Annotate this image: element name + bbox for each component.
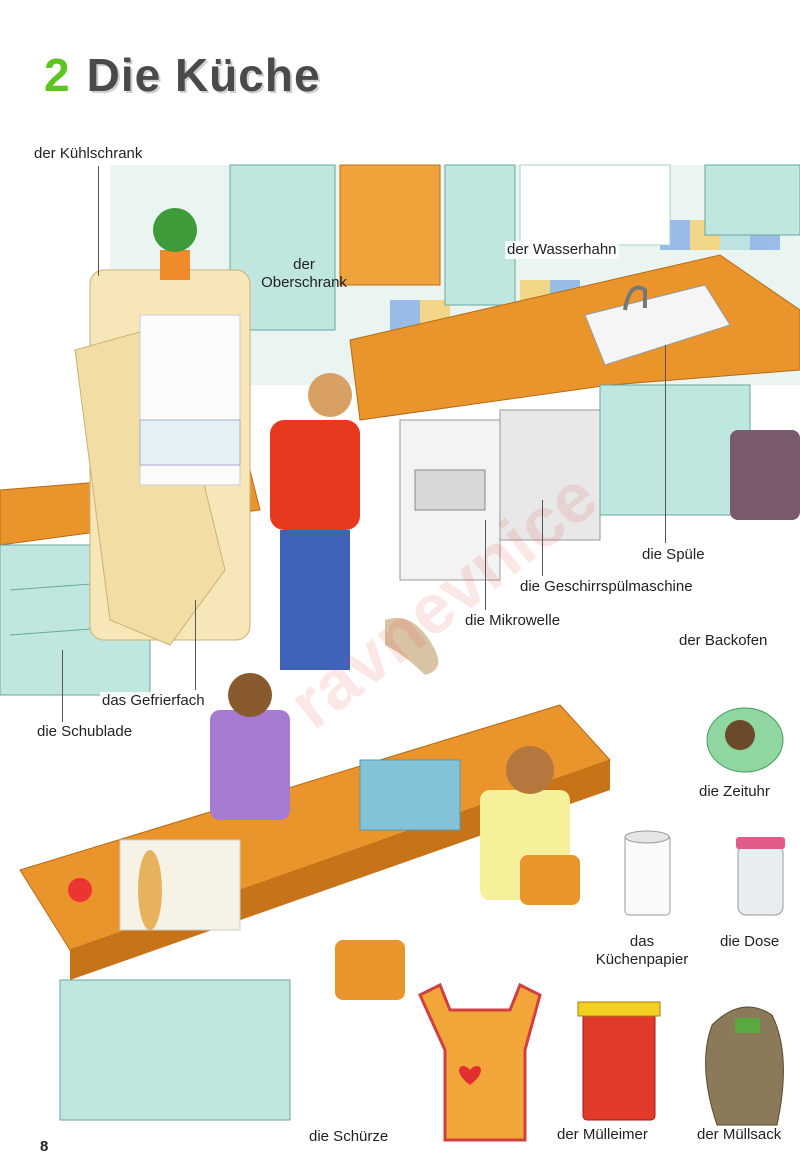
label-oberschrank-line2: Oberschrank: [261, 274, 347, 291]
kitchen-timer-icon: [706, 707, 784, 773]
cat: [385, 618, 439, 675]
trash-bag-icon: [705, 1006, 784, 1126]
table-base-cabinet: [59, 979, 291, 1121]
leader-mikrowelle: [485, 520, 486, 610]
label-kuechenpapier: das Küchenpapier: [585, 933, 699, 969]
man-head: [308, 373, 352, 417]
label-backofen: der Backofen: [677, 632, 770, 650]
window: [519, 164, 671, 246]
man-purple-suit: [210, 710, 290, 820]
chair-right: [520, 855, 580, 905]
chapter-number: 2: [44, 49, 71, 101]
label-kuechenpapier-line1: das: [629, 933, 655, 950]
upper-cabinet-mid: [444, 164, 516, 306]
label-oberschrank: der Oberschrank: [252, 256, 356, 292]
man-red-hoodie: [270, 420, 360, 530]
label-spuele: die Spüle: [640, 546, 707, 564]
label-dose: die Dose: [718, 933, 782, 951]
flower-pot: [160, 250, 190, 280]
paper-towel-icon: [624, 830, 671, 916]
apron-icon: [418, 982, 542, 1142]
man-jeans: [280, 530, 350, 670]
leader-gefrierfach: [195, 600, 196, 690]
leader-geschirrspuelmaschine: [542, 500, 543, 576]
label-geschirrspuelmaschine: die Geschirrspülmaschine: [518, 578, 695, 596]
label-zeituhr: die Zeituhr: [697, 783, 772, 801]
page-title: 2 Die Küche: [44, 48, 321, 102]
open-shelf: [339, 164, 441, 286]
placemat-blue: [359, 759, 461, 831]
microwave-door: [414, 469, 486, 511]
upper-cabinet-right: [704, 164, 800, 236]
freezer-compartment: [139, 419, 241, 466]
chair-front: [335, 940, 405, 1000]
kitchen-illustration: [0, 164, 800, 1142]
leader-kuehlschrank: [98, 166, 99, 276]
leader-schublade: [62, 650, 63, 722]
label-kuechenpapier-line2: Küchenpapier: [595, 951, 689, 968]
label-mikrowelle: die Mikrowelle: [463, 612, 563, 630]
label-oberschrank-line1: der: [293, 256, 315, 273]
faucet: [623, 285, 647, 311]
label-kuehlschrank: der Kühlschrank: [32, 145, 145, 163]
label-schublade: die Schublade: [35, 723, 135, 741]
label-wasserhahn: der Wasserhahn: [505, 241, 619, 259]
storage-jar-icon: [736, 837, 785, 916]
trash-can-icon: [577, 1001, 661, 1121]
chapter-title: Die Küche: [86, 49, 321, 101]
baguette: [138, 850, 162, 930]
base-cabinet-right: [599, 384, 751, 516]
woman-head: [506, 746, 554, 794]
sink: [584, 284, 731, 366]
apple: [68, 878, 92, 902]
label-muelleimer: der Mülleimer: [555, 1126, 650, 1144]
page-number: 8: [40, 1138, 49, 1155]
leader-spuele: [665, 345, 666, 543]
placemat-bread: [119, 839, 241, 931]
girl-right: [730, 430, 800, 520]
dishwasher: [499, 409, 601, 541]
label-schuerze: die Schürze: [307, 1128, 391, 1146]
label-gefrierfach: das Gefrierfach: [100, 692, 207, 710]
man-suit-head: [228, 673, 272, 717]
flower-plant: [153, 208, 197, 252]
label-muellsack: der Müllsack: [695, 1126, 784, 1144]
